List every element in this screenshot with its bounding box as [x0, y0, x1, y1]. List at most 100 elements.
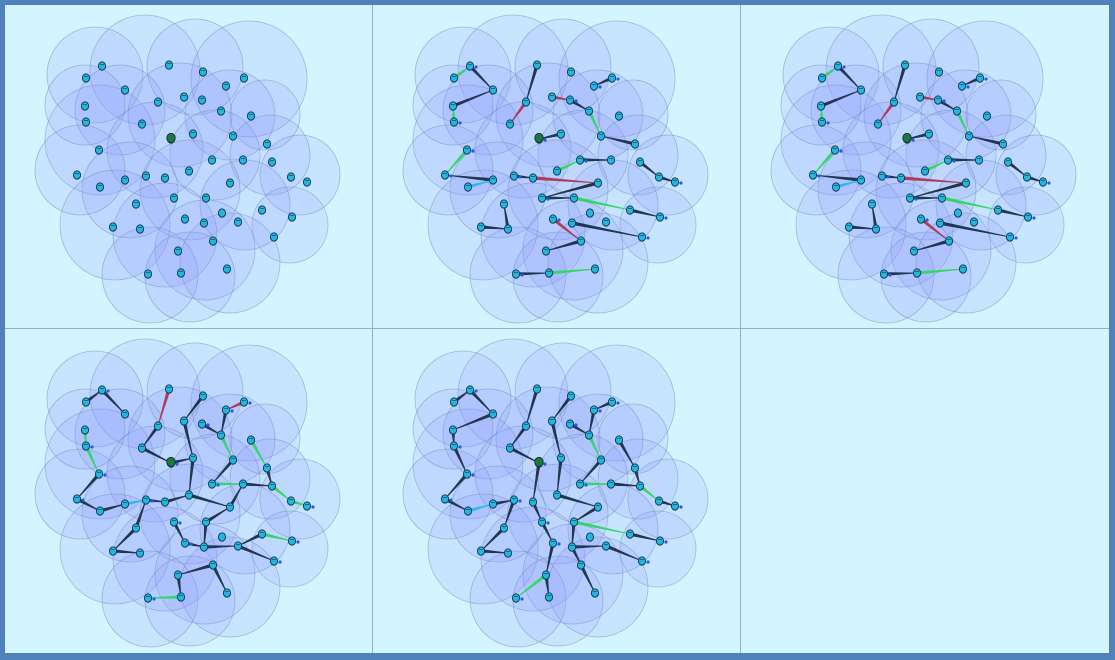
node-body: [889, 97, 899, 107]
packet-dot: [90, 445, 94, 449]
sensor-node-34: [169, 517, 182, 527]
sensor-node-19: [462, 145, 475, 155]
nodes: [72, 384, 315, 603]
node-body: [635, 481, 645, 491]
node-body: [228, 455, 238, 465]
node-body: [197, 419, 207, 429]
node-body: [993, 205, 1003, 215]
sensor-node-18: [228, 131, 238, 141]
node-body: [569, 193, 579, 203]
node-body: [630, 463, 640, 473]
panel-4: [5, 329, 373, 653]
panel-3: [741, 5, 1109, 329]
sensor-node-37: [180, 214, 190, 224]
sensor-node-29: [225, 502, 235, 512]
range-circle-17: [987, 186, 1065, 264]
packet-dot: [278, 560, 282, 564]
sensor-node-15: [246, 435, 256, 445]
sensor-node-24: [552, 166, 562, 176]
node-body: [975, 73, 985, 83]
sensor-node-20: [630, 463, 640, 473]
sensor-node-27: [267, 481, 277, 491]
packet-dot: [152, 597, 156, 601]
packet-dot: [839, 149, 843, 153]
node-body: [476, 546, 486, 556]
sensor-node-24: [920, 166, 930, 176]
range-circle-19: [848, 182, 954, 288]
sensor-node-31: [670, 177, 683, 187]
panel-2: [373, 5, 741, 329]
node-body: [208, 560, 218, 570]
node-body: [108, 546, 118, 556]
sensor-node-45: [173, 570, 183, 580]
sensor-node-28: [808, 170, 821, 180]
sensor-node-3: [198, 67, 208, 77]
node-body: [808, 170, 818, 180]
node-body: [228, 131, 238, 141]
sensor-node-17: [556, 453, 566, 463]
sensor-node-38: [199, 542, 209, 552]
packet-dot: [914, 197, 918, 201]
range-circle-13: [402, 448, 494, 540]
range-circle-1: [414, 26, 512, 124]
node-body: [160, 173, 170, 183]
range-circle-25: [229, 79, 301, 151]
sensor-node-22: [141, 171, 151, 181]
sensor-node-22: [509, 495, 522, 505]
packet-dot: [546, 521, 550, 525]
sensor-node-29: [593, 178, 603, 188]
node-body: [72, 494, 82, 504]
node-body: [565, 95, 575, 105]
sensor-node-36: [257, 205, 267, 215]
range-circle-13: [770, 124, 862, 216]
node-body: [499, 523, 509, 533]
node-body: [120, 175, 130, 185]
sensor-node-43: [269, 556, 282, 566]
node-body: [179, 92, 189, 102]
node-body: [120, 85, 130, 95]
sensor-node-39: [969, 217, 979, 227]
packet-dot: [449, 498, 453, 502]
node-body: [257, 205, 267, 215]
sensor-node-14: [137, 119, 147, 129]
node-body: [606, 479, 616, 489]
sensor-node-42: [871, 224, 881, 234]
node-body: [556, 453, 566, 463]
node-body: [449, 441, 459, 451]
range-circle-6: [127, 386, 233, 492]
sensor-node-2: [164, 384, 174, 394]
node-body: [222, 264, 232, 274]
node-body: [246, 435, 256, 445]
sensor-node-1: [833, 61, 846, 71]
node-body: [287, 536, 297, 546]
range-circle-1: [414, 350, 512, 448]
node-body: [81, 117, 91, 127]
packet-dot: [557, 218, 561, 222]
node-body: [944, 236, 954, 246]
node-body: [509, 495, 519, 505]
sensor-node-7: [221, 81, 231, 91]
node-body: [548, 538, 558, 548]
node-body: [221, 405, 231, 415]
sensor-node-26: [974, 155, 984, 165]
sensor-node-28: [72, 170, 82, 180]
links: [443, 388, 676, 599]
range-circle-25: [597, 403, 669, 475]
sensor-node-5: [817, 73, 827, 83]
range-circle-3: [514, 342, 612, 440]
node-body: [831, 182, 841, 192]
sensor-node-34: [537, 517, 550, 527]
sink-node: [166, 132, 176, 144]
node-body: [607, 397, 617, 407]
node-body: [565, 419, 575, 429]
range-circle-25: [965, 79, 1037, 151]
node-body: [198, 391, 208, 401]
sensor-node-33: [499, 523, 509, 533]
node-body: [488, 175, 498, 185]
sensor-node-31: [670, 501, 683, 511]
sensor-node-18: [596, 131, 606, 141]
packet-dot: [574, 423, 578, 427]
sensor-node-38: [199, 218, 209, 228]
range-circle-12: [995, 134, 1077, 216]
node-body: [625, 205, 635, 215]
